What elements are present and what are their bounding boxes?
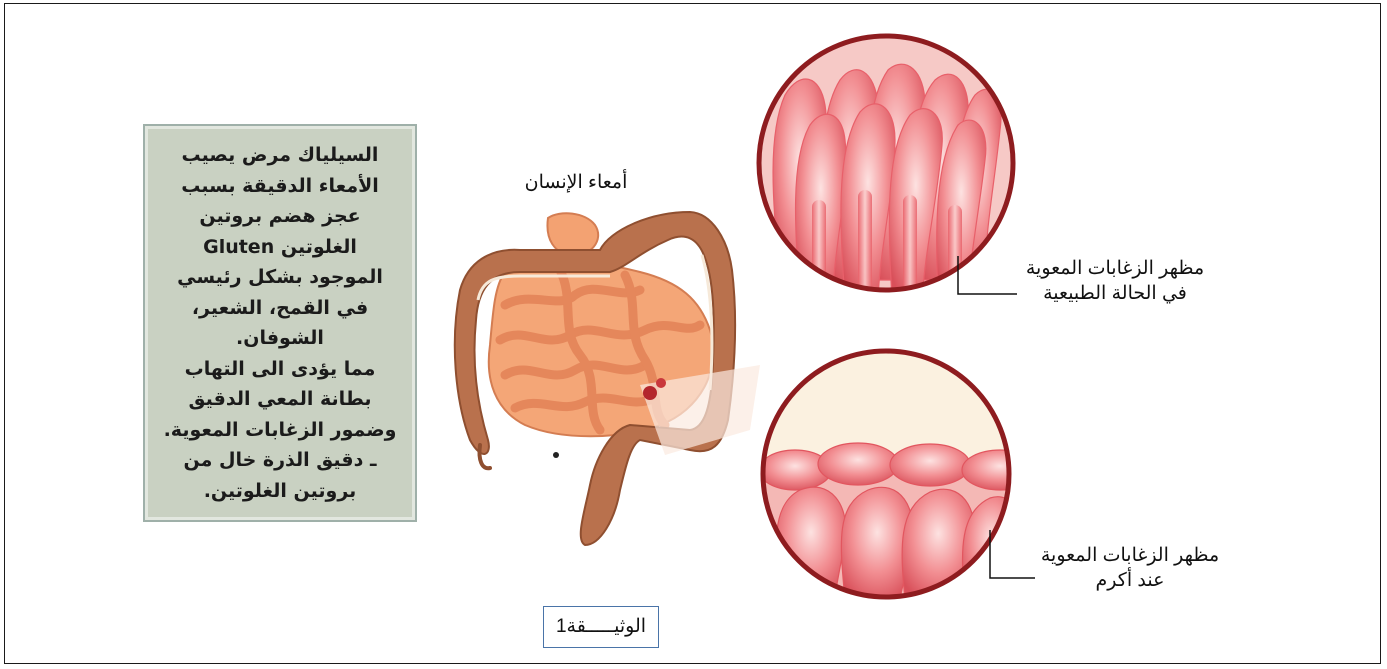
celiac-villi-circle <box>750 351 1038 605</box>
celiac-villi-label: مظهر الزغابات المعوية عند أكرم <box>1020 543 1240 593</box>
normal-villi-circle <box>750 30 1030 300</box>
normal-villi-label-line-2: في الحالة الطبيعية <box>995 281 1235 306</box>
document-caption: الوثيـــــقة1 <box>543 606 659 648</box>
normal-villi-label: مظهر الزغابات المعوية في الحالة الطبيعية <box>995 256 1235 306</box>
normal-villi-label-line-1: مظهر الزغابات المعوية <box>995 256 1235 281</box>
intestine-illustration <box>455 212 760 545</box>
celiac-villi-label-line-2: عند أكرم <box>1020 568 1240 593</box>
celiac-villi-label-line-1: مظهر الزغابات المعوية <box>1020 543 1240 568</box>
